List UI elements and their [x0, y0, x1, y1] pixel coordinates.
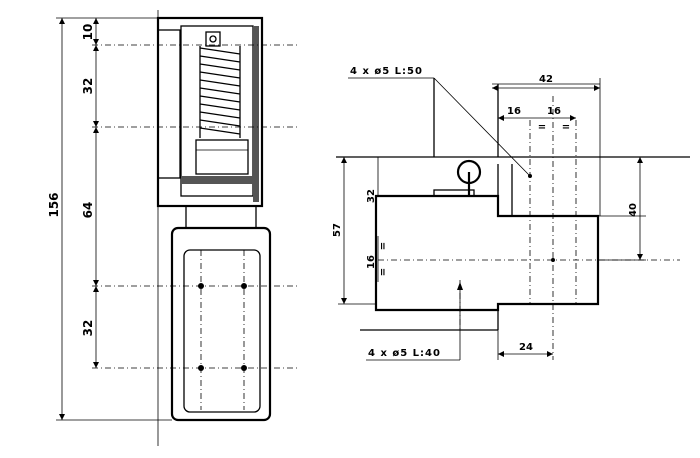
side-view: 42 16 16 = = 32 57 16 = = 40 24 4 x ø5 L…: [332, 66, 690, 361]
equal-mark-right: =: [562, 122, 570, 133]
front-view: 10 32 64 32 156: [47, 10, 300, 446]
note-top-screw: 4 x ø5 L:50: [350, 66, 423, 77]
lower-body: [170, 226, 272, 422]
dim-label-left-offset: 16: [507, 106, 521, 117]
dim-label-body-height: 57: [332, 223, 343, 237]
dim-label-upper-step: 32: [366, 189, 377, 203]
upper-housing-inner: [180, 25, 254, 197]
dim-label-middle-section: 64: [81, 202, 95, 219]
inner-equal-bottom: =: [378, 268, 389, 276]
side-body-profile: [374, 194, 600, 312]
dim-label-overall-height: 156: [47, 192, 61, 217]
note-bottom-screw: 4 x ø5 L:40: [368, 348, 441, 359]
equal-mark-left: =: [538, 122, 546, 133]
dim-label-right-offset: 16: [547, 106, 561, 117]
dim-label-bottom-section: 32: [81, 320, 95, 337]
left-plate: [157, 29, 181, 179]
dim-label-overall-width: 42: [539, 74, 553, 85]
side-center-point: [551, 258, 555, 262]
dim-label-right-height: 40: [628, 203, 639, 217]
lower-body-inner: [183, 249, 261, 413]
dim-label-top-gap: 10: [81, 24, 95, 41]
clip-plate: [433, 189, 475, 197]
leader-bottom-arrow: [457, 282, 463, 290]
spring: [199, 31, 241, 138]
spring-cap-hole: [209, 35, 217, 43]
housing-wall-hatch: [253, 26, 259, 202]
dim-label-bottom-width: 24: [519, 342, 533, 353]
inner-equal-top: =: [378, 242, 389, 250]
dim-label-spring-section: 32: [81, 78, 95, 95]
neck: [185, 205, 257, 229]
housing-floor-hatch: [181, 176, 259, 184]
dim-label-inner-offset: 16: [366, 255, 377, 269]
leader-top: [433, 77, 531, 177]
spring-coils: [199, 47, 241, 135]
spring-cap: [205, 31, 221, 47]
plunger-block: [195, 139, 249, 175]
